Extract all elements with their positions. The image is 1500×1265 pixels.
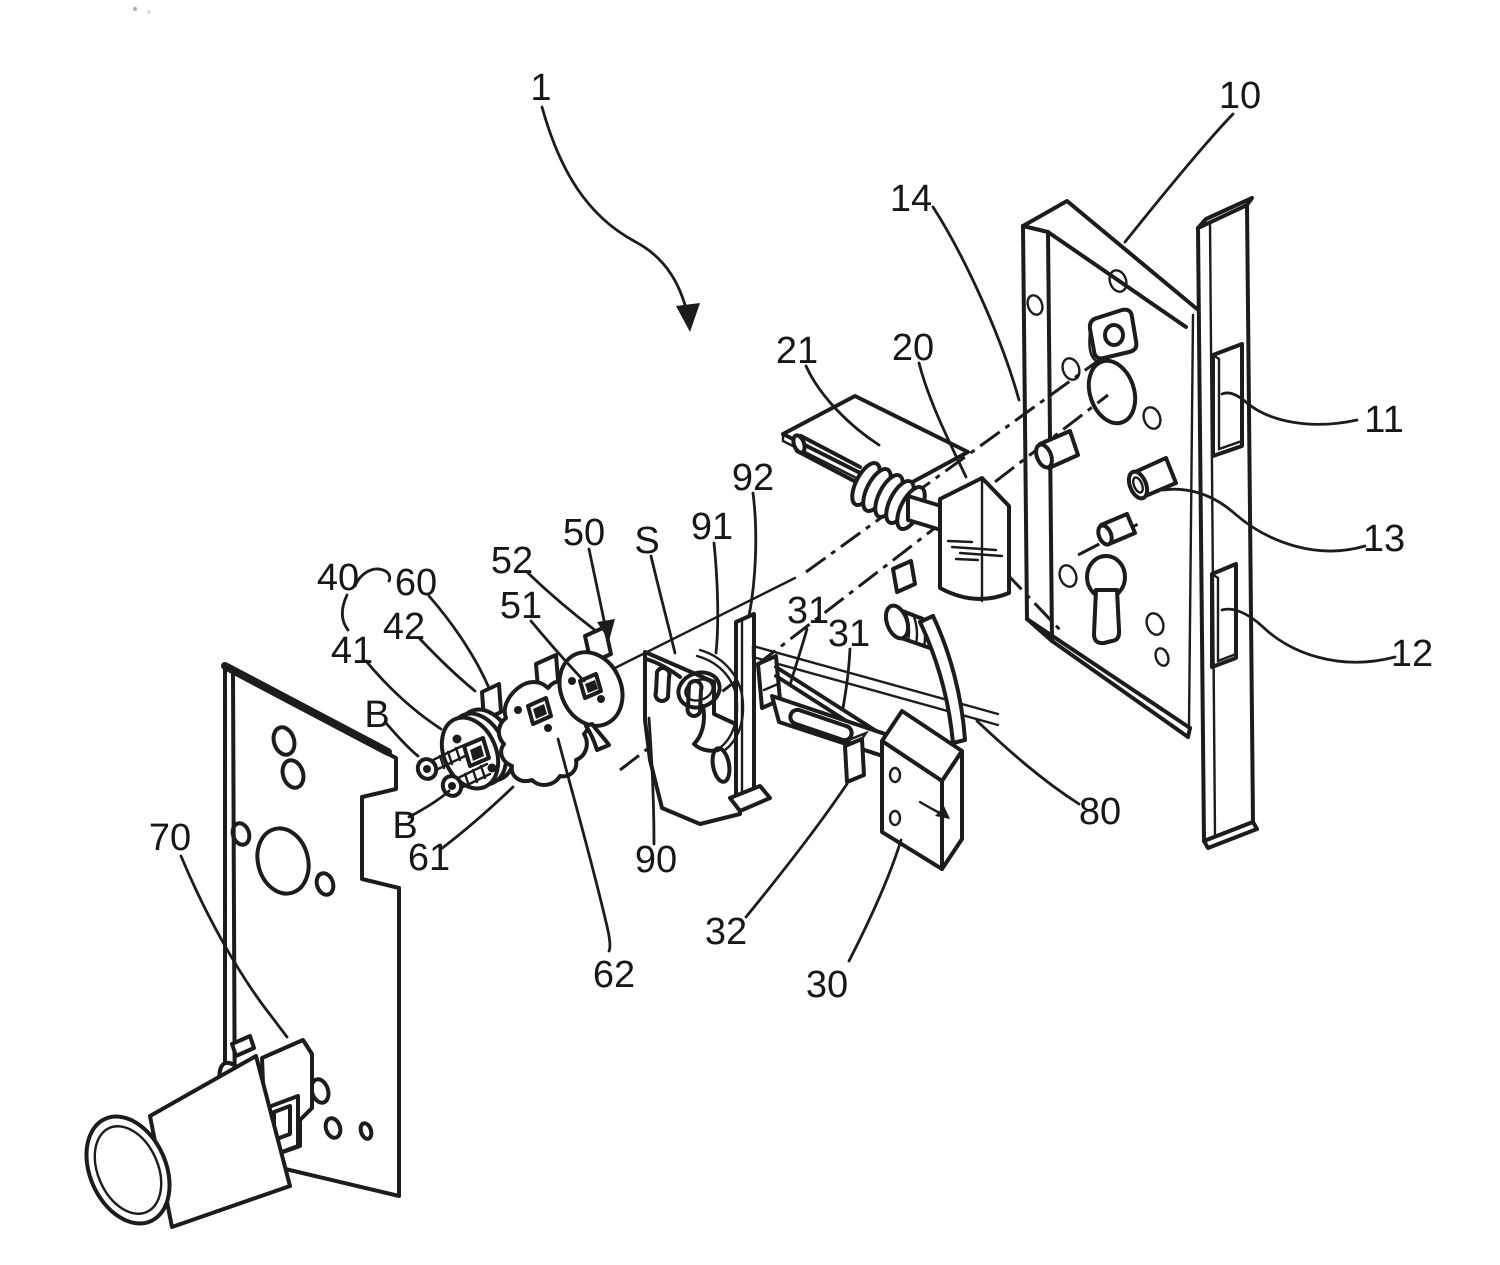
scan-speck bbox=[132, 6, 138, 12]
ref-label-20: 20 bbox=[892, 327, 934, 369]
leader-31a bbox=[788, 627, 809, 687]
leader-41 bbox=[364, 659, 443, 731]
leader-61 bbox=[439, 785, 515, 851]
leader-S bbox=[649, 554, 677, 655]
latch-spring-21 bbox=[850, 461, 927, 531]
hub-boss bbox=[1087, 307, 1139, 364]
ref-label-10: 10 bbox=[1219, 75, 1261, 117]
ref-label-50: 50 bbox=[563, 512, 605, 554]
ref-label-51: 51 bbox=[500, 585, 542, 627]
coil-spring-S bbox=[644, 657, 722, 753]
leader-lines bbox=[179, 105, 1397, 1039]
leader-32 bbox=[744, 782, 849, 919]
leader-31b bbox=[841, 647, 852, 710]
latch-hole-11 bbox=[1211, 342, 1244, 458]
ref-label-14: 14 bbox=[890, 178, 932, 220]
ref-label-13: 13 bbox=[1363, 518, 1405, 560]
spring-bracket-group bbox=[643, 612, 772, 826]
arrow-1 bbox=[540, 105, 700, 332]
leader-70 bbox=[179, 854, 289, 1039]
ref-label-70: 70 bbox=[149, 817, 191, 859]
mounting-pins bbox=[1034, 429, 1178, 547]
lock-case bbox=[1021, 199, 1199, 739]
leader-B1 bbox=[384, 721, 420, 758]
hub-oval bbox=[1086, 358, 1138, 426]
ref-label-80: 80 bbox=[1079, 791, 1121, 833]
leader-14 bbox=[931, 205, 1021, 402]
leader-12 bbox=[1220, 607, 1397, 664]
ref-label-12: 12 bbox=[1391, 633, 1433, 675]
deadbolt-30 bbox=[880, 709, 964, 871]
leader-60 bbox=[427, 594, 491, 690]
leader-21 bbox=[804, 364, 881, 447]
leader-52 bbox=[526, 571, 598, 633]
latch-spindle bbox=[791, 433, 862, 484]
ref-label-1: 1 bbox=[530, 67, 551, 109]
ref-label-52: 52 bbox=[491, 540, 533, 582]
ref-label-21: 21 bbox=[776, 330, 818, 372]
leader-B2 bbox=[407, 789, 451, 819]
ref-label-S: S bbox=[634, 520, 659, 562]
ref-label-11: 11 bbox=[1364, 399, 1403, 441]
ref-label-41: 41 bbox=[331, 630, 373, 672]
bolt-slide-group bbox=[751, 644, 1000, 871]
leader-42 bbox=[418, 637, 477, 693]
leader-10 bbox=[1123, 112, 1235, 244]
torsion-pin-lever-80 bbox=[883, 559, 967, 745]
lock-cylinder-70 bbox=[84, 1034, 314, 1229]
ref-label-60: 60 bbox=[395, 562, 437, 604]
ref-label-62: 62 bbox=[593, 954, 635, 996]
ref-label-B2: B bbox=[392, 805, 417, 847]
leader-51 bbox=[529, 619, 586, 683]
ref-label-61: 61 bbox=[408, 837, 450, 879]
screw-B-1 bbox=[415, 744, 467, 781]
ref-label-31a: 31 bbox=[787, 590, 829, 632]
leader-30 bbox=[847, 838, 903, 963]
leader-80 bbox=[975, 719, 1081, 806]
pin-13 bbox=[1126, 456, 1178, 501]
scan-speck bbox=[147, 10, 151, 14]
ref-label-92: 92 bbox=[732, 457, 774, 499]
leader-91 bbox=[712, 541, 720, 655]
ref-label-B1: B bbox=[364, 694, 389, 736]
ref-label-31b: 31 bbox=[828, 613, 870, 655]
faceplate bbox=[1196, 196, 1259, 850]
leader-50 bbox=[587, 547, 615, 641]
leader-90 bbox=[647, 716, 656, 846]
leader-11 bbox=[1220, 391, 1359, 426]
ref-label-40: 40 bbox=[317, 557, 359, 599]
euro-keyhole bbox=[1085, 554, 1127, 646]
wire-spring-91 bbox=[695, 648, 745, 752]
ref-label-30: 30 bbox=[806, 964, 848, 1006]
bracket-90 bbox=[643, 650, 742, 826]
clutch-disc-assembly bbox=[415, 625, 625, 798]
leader-92 bbox=[747, 491, 758, 618]
ref-label-32: 32 bbox=[705, 911, 747, 953]
bolt-hole-12 bbox=[1210, 562, 1238, 669]
leader-20 bbox=[917, 361, 968, 479]
leader-13 bbox=[1161, 487, 1367, 553]
brace-40 bbox=[340, 567, 392, 632]
ref-label-91: 91 bbox=[691, 506, 733, 548]
ref-label-42: 42 bbox=[383, 606, 425, 648]
ref-label-90: 90 bbox=[635, 839, 677, 881]
latch-bolt-20 bbox=[938, 476, 1011, 603]
leader-62 bbox=[556, 737, 612, 953]
